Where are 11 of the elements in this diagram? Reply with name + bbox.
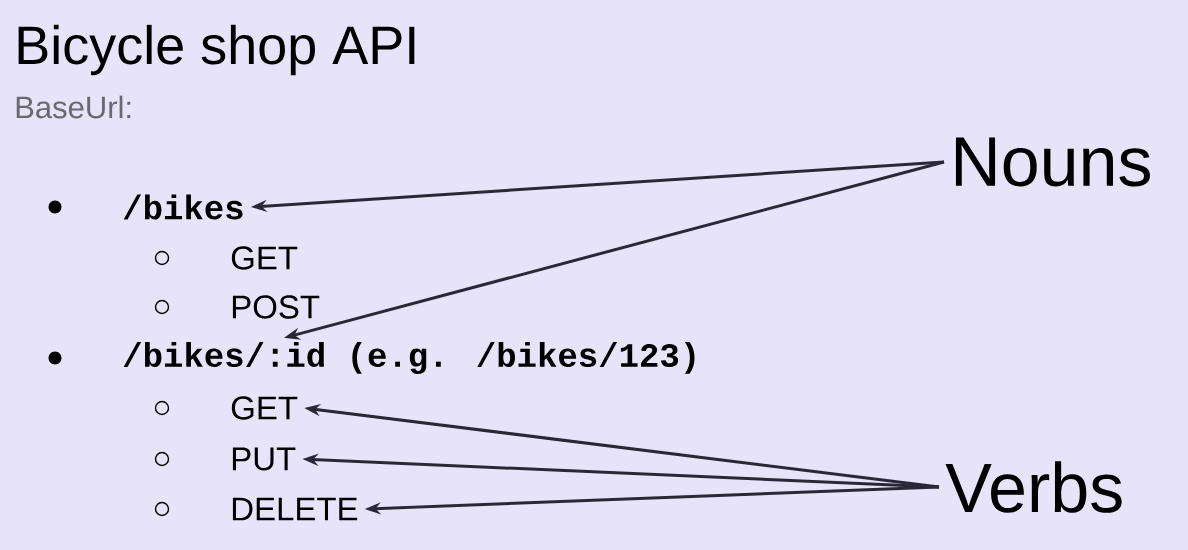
callout-word: Nouns <box>955 137 1150 187</box>
endpoint-item: /bikes <box>123 194 243 220</box>
title: Bicycle shop API <box>18 24 415 76</box>
method-item: DELETE <box>232 497 358 521</box>
endpoint-item: /bikes/:id (e.g. /bikes/123) <box>123 342 695 374</box>
method-item: GET <box>231 246 298 270</box>
method-item: PUT <box>232 447 296 471</box>
method-item: POST <box>232 295 320 319</box>
method-item: GET <box>231 396 298 420</box>
callout-word: Verbs <box>945 461 1122 513</box>
base-url-label: BaseUrl: <box>16 95 131 119</box>
